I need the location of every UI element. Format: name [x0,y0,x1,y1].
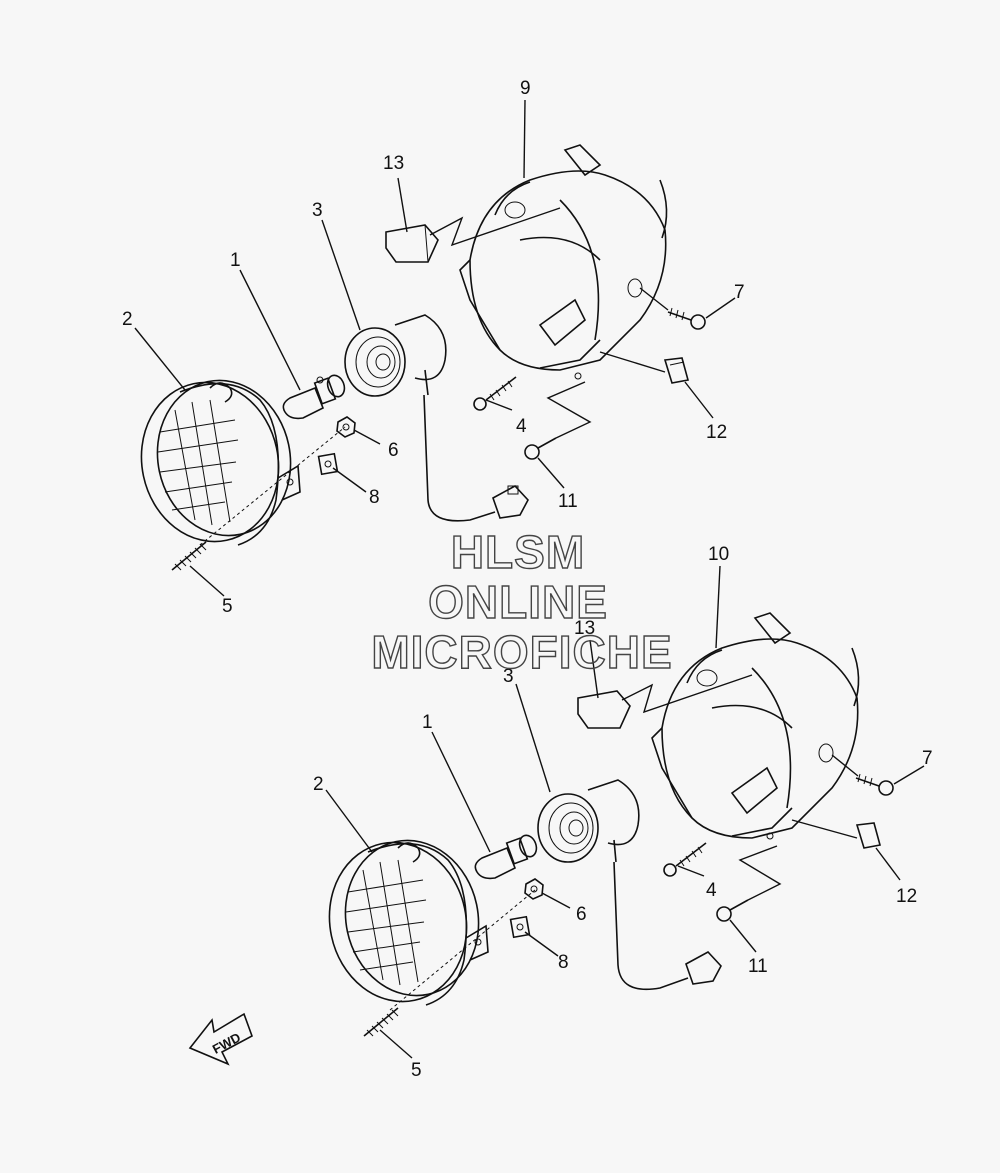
screw-4-part[interactable] [663,842,707,877]
callout-11[interactable]: 11 [558,491,578,512]
callout-8[interactable]: 8 [558,952,569,973]
callout-7[interactable]: 7 [734,282,745,303]
lens-housing-part[interactable] [127,368,305,554]
callout-labels: 1 2 3 4 5 6 7 8 10 11 12 13 [313,544,933,1081]
screw-4-part[interactable] [473,376,517,411]
callout-5[interactable]: 5 [222,596,233,617]
callout-12[interactable]: 12 [896,886,917,907]
callout-1[interactable]: 1 [422,712,433,733]
callout-7[interactable]: 7 [922,748,933,769]
callout-8[interactable]: 8 [369,487,380,508]
callout-6[interactable]: 6 [576,904,587,925]
watermark-line-3: MICROFICHE [371,626,672,678]
lower-light-assembly: 1 2 3 4 5 6 7 8 10 11 12 13 [313,544,933,1081]
upper-light-assembly: 1 2 3 4 5 6 7 8 9 11 12 13 [122,78,745,617]
watermark-line-2: ONLINE [428,576,608,628]
screw-5-part[interactable] [363,1007,399,1037]
bulb-part[interactable] [282,373,347,420]
watermark: HLSM ONLINE MICROFICHE [371,525,673,678]
callout-3[interactable]: 3 [503,666,514,687]
leader-lines [134,99,736,597]
light-case-part[interactable] [459,144,668,380]
wire-harness-part[interactable] [613,861,722,990]
wire-harness-part[interactable] [423,394,529,522]
callout-4[interactable]: 4 [706,880,717,901]
fwd-label: FWD [210,1030,243,1057]
callout-9[interactable]: 9 [520,78,531,99]
cap-part[interactable] [385,224,439,263]
leader-lines [325,565,925,1059]
callout-10[interactable]: 10 [708,544,729,565]
callout-labels: 1 2 3 4 5 6 7 8 9 11 12 13 [122,78,745,617]
socket-part[interactable] [344,314,447,397]
nut-part[interactable] [524,878,544,900]
bulb-part[interactable] [474,833,539,880]
callout-6[interactable]: 6 [388,440,399,461]
callout-11[interactable]: 11 [748,956,768,977]
light-case-part[interactable] [651,612,860,840]
clip-12-part[interactable] [663,357,690,384]
screw-11-part[interactable] [716,899,749,922]
screw-7-part[interactable] [667,307,706,330]
fwd-arrow-icon: FWD [188,1012,253,1066]
nut-part[interactable] [336,416,356,438]
lens-housing-part[interactable] [315,828,493,1014]
callout-13[interactable]: 13 [574,618,595,639]
callout-2[interactable]: 2 [313,774,324,795]
screw-11-part[interactable] [524,437,557,460]
callout-12[interactable]: 12 [706,422,727,443]
callout-2[interactable]: 2 [122,309,133,330]
screw-5-part[interactable] [171,541,207,571]
callout-1[interactable]: 1 [230,250,241,271]
watermark-line-1: HLSM [451,526,585,578]
clip-8-part[interactable] [317,452,339,476]
callout-13[interactable]: 13 [383,153,404,174]
clip-8-part[interactable] [509,915,531,939]
callout-3[interactable]: 3 [312,200,323,221]
cap-part[interactable] [577,690,631,729]
screw-7-part[interactable] [855,773,894,796]
socket-part[interactable] [537,779,640,863]
callout-5[interactable]: 5 [411,1060,422,1081]
callout-4[interactable]: 4 [516,416,527,437]
clip-12-part[interactable] [855,822,882,849]
